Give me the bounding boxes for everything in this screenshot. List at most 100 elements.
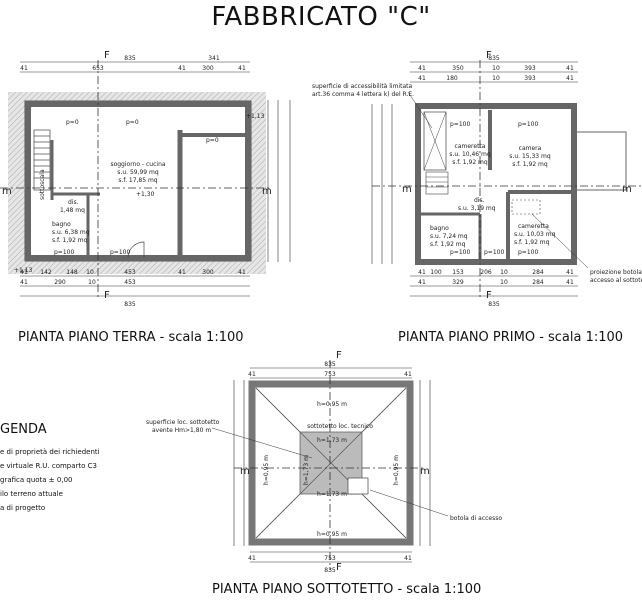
- room-area: s.u. 6,38 mq: [52, 229, 90, 236]
- dimension-label: 10: [86, 269, 94, 276]
- height-label: h=1,73 m: [303, 455, 310, 485]
- dimension-label: 341: [208, 55, 220, 62]
- dimension-label: 41: [566, 75, 574, 82]
- room-name: soggiorno - cucina: [110, 161, 165, 168]
- dimension-label: 653: [92, 65, 104, 72]
- room-area: 1,48 mq: [60, 207, 85, 214]
- room-name: sottoscala: [39, 169, 46, 200]
- dimension-label: 835: [488, 301, 500, 308]
- section-mark: F: [336, 350, 342, 361]
- dimension-label: 290: [54, 279, 66, 286]
- room-area: s.f. 17,85 mq: [118, 177, 157, 184]
- dimension-label: 300: [202, 65, 214, 72]
- room-area: s.u. 7,24 mq: [430, 233, 468, 240]
- room-area: s.f. 1,92 mq: [430, 241, 466, 248]
- note: superficie di accessibilità limitata: [312, 83, 412, 90]
- section-mark: F: [104, 290, 110, 301]
- dimension-label: 41: [566, 65, 574, 72]
- attic-plan: [211, 360, 449, 570]
- dimension-label: 41: [404, 371, 412, 378]
- dimension-label: 41: [20, 65, 28, 72]
- window-label: p=100: [450, 121, 470, 128]
- height-label: h=1,73 m: [317, 437, 347, 444]
- level-label: +1,13: [14, 267, 33, 274]
- dimension-label: 329: [452, 279, 464, 286]
- level-label: +1,30: [136, 191, 155, 198]
- room-area: s.u. 10,46 mq: [449, 151, 491, 158]
- dimension-label: 284: [532, 269, 544, 276]
- section-mark: m: [2, 186, 12, 197]
- height-label: h=0,95 m: [317, 401, 347, 408]
- note: superficie loc. sottotetto: [146, 419, 220, 426]
- dimension-label: 180: [446, 75, 458, 82]
- room-name: cameretta: [455, 143, 486, 150]
- room-area: s.f. 1,92 mq: [452, 159, 488, 166]
- ground-floor-caption: PIANTA PIANO TERRA - scala 1:100: [18, 330, 244, 345]
- attic-caption: PIANTA PIANO SOTTOTETTO - scala 1:100: [212, 582, 482, 597]
- dimension-label: 10: [492, 75, 500, 82]
- dimension-label: 41: [418, 65, 426, 72]
- window-label: p=100: [54, 249, 74, 256]
- dimension-label: 10: [500, 269, 508, 276]
- dimension-label: 393: [524, 65, 536, 72]
- window-label: p=100: [450, 249, 470, 256]
- dimension-label: 835: [488, 55, 500, 62]
- dimension-label: 41: [20, 269, 28, 276]
- height-label: h=0,95 m: [263, 455, 270, 485]
- ground-floor-plan: [0, 60, 291, 300]
- section-mark: F: [104, 50, 110, 61]
- first-floor-plan: [371, 60, 642, 300]
- section-mark: F: [486, 50, 492, 61]
- dimension-label: 10: [500, 279, 508, 286]
- room-area: s.u. 15,33 mq: [509, 153, 551, 160]
- dimension-label: 41: [178, 65, 186, 72]
- dimension-label: 41: [566, 269, 574, 276]
- room-area: s.u. 59,99 mq: [117, 169, 159, 176]
- section-mark: m: [622, 184, 632, 195]
- room-area: s.u. 10,03 mq: [514, 231, 556, 238]
- dimension-label: 41: [20, 279, 28, 286]
- dimension-label: 753: [324, 371, 336, 378]
- note: proiezione botola: [590, 269, 642, 276]
- window-label: p=100: [518, 121, 538, 128]
- room-area: s.f. 1,92 mq: [52, 237, 88, 244]
- dimension-label: 41: [566, 279, 574, 286]
- room-name: dis.: [68, 199, 79, 206]
- note: art.36 comma 4 lettera k) del R.E.: [312, 91, 414, 98]
- dimension-label: 453: [124, 269, 136, 276]
- dimension-label: 41: [404, 555, 412, 562]
- room-name: bagno: [430, 225, 449, 232]
- window-label: p=0: [126, 119, 139, 126]
- room-name: sottotetto loc. tecnico: [307, 423, 373, 430]
- room-area: s.f. 1,92 mq: [512, 161, 548, 168]
- section-mark: F: [336, 562, 342, 573]
- window-label: p=100: [484, 249, 504, 256]
- dimension-label: 835: [324, 567, 336, 574]
- dimension-label: 100: [430, 269, 442, 276]
- first-exterior-walls: [415, 103, 577, 265]
- dimension-label: 300: [202, 269, 214, 276]
- section-mark: m: [420, 466, 430, 477]
- dimension-label: 41: [238, 269, 246, 276]
- room-area: s.f. 1,92 mq: [514, 239, 550, 246]
- note: avente Hm>1,80 m: [152, 427, 211, 434]
- height-label: h=1,73 m: [317, 491, 347, 498]
- height-label: h=0,95 m: [393, 455, 400, 485]
- dimension-label: 142: [40, 269, 52, 276]
- room-name: bagno: [52, 221, 71, 228]
- dimension-label: 41: [418, 279, 426, 286]
- dimension-label: 148: [66, 269, 78, 276]
- window-label: p=100: [110, 249, 130, 256]
- dimension-label: 41: [248, 555, 256, 562]
- legend-item: a di progetto: [0, 504, 46, 512]
- dimension-label: 206: [480, 269, 492, 276]
- drawing-title: FABBRICATO "C": [211, 2, 431, 32]
- room-name: camera: [519, 145, 542, 152]
- legend-item: e virtuale R.U. comparto C3: [0, 462, 98, 470]
- first-floor-caption: PIANTA PIANO PRIMO - scala 1:100: [398, 330, 624, 345]
- dimension-label: 753: [324, 555, 336, 562]
- dimension-label: 453: [124, 279, 136, 286]
- height-label: h=0,95 m: [317, 531, 347, 538]
- note: accesso al sottotetto: [590, 277, 642, 284]
